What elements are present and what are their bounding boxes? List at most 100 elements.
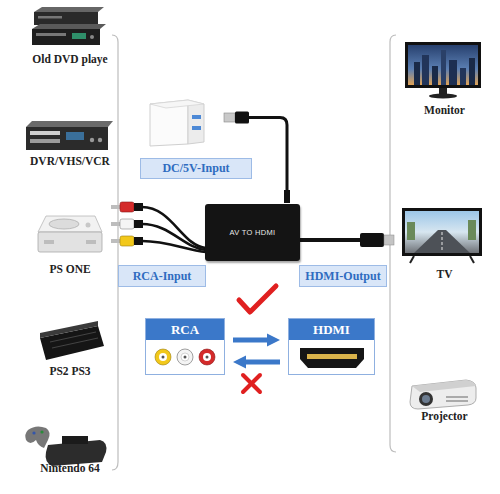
dvd-player-image (36, 33, 66, 36)
charger-image (192, 126, 201, 130)
rca-socket-icon (162, 356, 165, 359)
device-label: Nintendo 64 (10, 462, 130, 474)
projector-image (419, 392, 433, 406)
node-text: HDMI-Output (305, 269, 380, 284)
charger-image (192, 115, 201, 119)
usb-cable (248, 118, 287, 197)
usb-cable (224, 113, 235, 122)
charger-image (150, 100, 204, 146)
rca-socket-icon (206, 356, 209, 359)
vcr-image (90, 138, 94, 142)
device-label: Monitor (392, 104, 497, 116)
rca-cables (134, 220, 143, 228)
charger-image (188, 100, 204, 144)
device-label: DVR/VHS/VCR (10, 155, 130, 167)
node-text: AV TO HDMI (205, 228, 300, 237)
label-tag: HDMI-Output (299, 265, 387, 287)
monitor-image (405, 42, 481, 99)
projector-image (410, 380, 476, 409)
device-label: PS2 PS3 (10, 365, 130, 377)
dvd-player-image (32, 29, 100, 45)
vcr-image (66, 132, 84, 140)
hdmi-cable (384, 235, 394, 245)
rca-socket-icon (155, 349, 215, 365)
device-label: TV (392, 268, 497, 280)
port-box: HDMI (288, 318, 375, 375)
rca-socket-icon (203, 353, 211, 361)
projector-image (410, 380, 476, 409)
rca-cables (111, 239, 120, 243)
nintendo-64-image (25, 426, 106, 466)
tv-image (442, 232, 443, 252)
dvd-player-image (90, 35, 94, 39)
node-text: HDMI (289, 319, 374, 340)
rca-cables (120, 219, 134, 229)
cross-mark (243, 375, 260, 392)
rca-socket-icon (184, 356, 187, 359)
tv-image (468, 220, 476, 240)
tv-image (402, 208, 482, 256)
hdmi-cable (298, 238, 362, 242)
signal-arrow (246, 360, 280, 365)
ps2-ps3-image (52, 338, 98, 348)
vcr-image (26, 121, 113, 150)
ps-one-image (86, 240, 96, 244)
hdmi-port-icon (307, 354, 357, 359)
usb-cable (235, 112, 249, 124)
rca-socket-icon (199, 349, 215, 365)
label-tag: RCA-Input (118, 265, 206, 287)
nintendo-64-image (32, 431, 35, 434)
monitor-image (408, 45, 478, 85)
hdmi-port-icon (300, 348, 364, 368)
ps2-ps3-image (50, 332, 96, 342)
monitor-image (460, 68, 466, 85)
rca-cables (120, 236, 134, 246)
rca-cables (134, 203, 143, 211)
vcr-image (26, 121, 113, 127)
projector-image (446, 396, 468, 398)
ps-one-image (38, 216, 102, 232)
rca-cables (142, 241, 206, 252)
cross-mark (243, 375, 260, 392)
rca-socket-icon (181, 353, 189, 361)
signal-arrow (233, 340, 267, 341)
monitor-image (422, 55, 429, 85)
ps-one-image (86, 223, 91, 228)
nintendo-64-image (62, 436, 88, 444)
device-label: PS ONE (10, 263, 130, 275)
monitor-image (441, 50, 446, 85)
device-label: Old DVD playe (10, 53, 130, 65)
tv-image (402, 208, 482, 263)
node-text: RCA (146, 319, 224, 340)
nintendo-64-image (25, 426, 49, 448)
hdmi-port-icon (300, 348, 364, 368)
monitor-image (449, 60, 457, 85)
charger-image (150, 100, 204, 108)
dvd-player-image (34, 7, 104, 12)
adapter-box: AV TO HDMI (205, 204, 300, 261)
tv-image (410, 256, 414, 263)
rca-cables (111, 202, 206, 252)
rca-socket-icon (177, 349, 193, 365)
rca-cables (111, 222, 120, 226)
monitor-image (469, 58, 475, 85)
hdmi-cable (298, 233, 394, 247)
dvd-player-image (32, 24, 106, 29)
rca-socket-icon (155, 349, 171, 365)
vcr-image (98, 138, 102, 142)
signal-arrow (233, 338, 267, 343)
rca-cables (134, 237, 143, 245)
ps-one-image (49, 219, 79, 229)
tv-image (470, 256, 474, 263)
vcr-image (30, 131, 60, 135)
monitor-image (414, 62, 420, 85)
monitor-image (405, 42, 481, 88)
label-tag: DC/5V-Input (140, 158, 252, 179)
vcr-image (26, 127, 108, 150)
rca-socket-icon (159, 353, 167, 361)
hdmi-cable (360, 233, 384, 247)
ps2-ps3-image (40, 321, 98, 338)
rca-cables (111, 205, 120, 209)
ps2-ps3-image (40, 321, 104, 360)
